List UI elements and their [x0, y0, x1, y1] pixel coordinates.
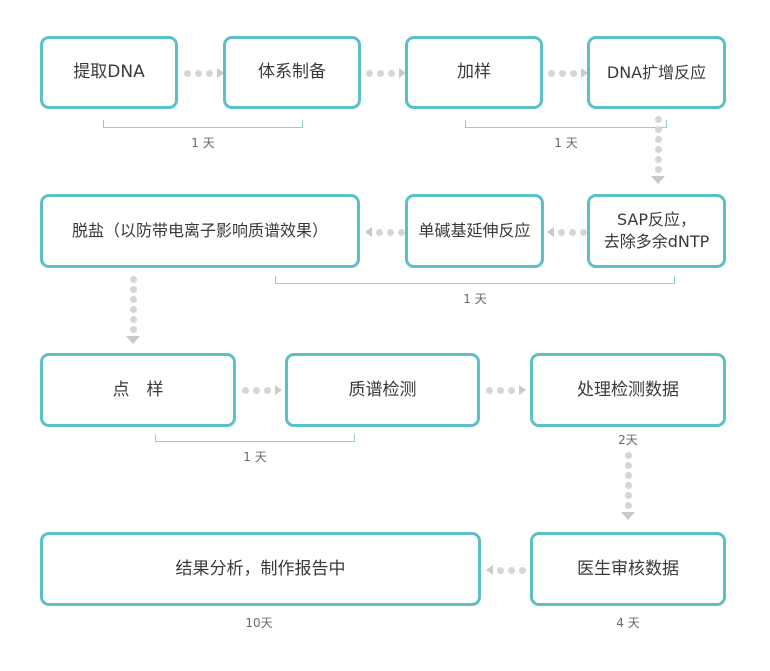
arrow-connector	[365, 227, 409, 237]
step-dna-amplification: DNA扩增反应	[587, 36, 726, 109]
duration-bracket	[275, 276, 675, 284]
duration-bracket	[155, 434, 355, 442]
step-spotting: 点 样	[40, 353, 236, 427]
step-extract-dna: 提取DNA	[40, 36, 178, 109]
duration-label: 2天	[618, 433, 638, 447]
step-spotting-label: 点 样	[112, 379, 164, 400]
duration-label: 1 天	[463, 292, 487, 306]
step-add-sample: 加样	[405, 36, 543, 109]
duration-label: 4 天	[616, 616, 640, 630]
arrow-connector-down	[126, 276, 140, 344]
step-single-base-extension: 单碱基延伸反应	[405, 194, 544, 268]
arrow-connector	[547, 227, 591, 237]
step-sap-reaction: SAP反应， 去除多余dNTP	[587, 194, 726, 268]
duration-label: 10天	[245, 616, 273, 630]
arrow-connector-down	[621, 452, 635, 520]
step-mass-spec-detection: 质谱检测	[285, 353, 480, 427]
duration-bracket	[103, 120, 303, 128]
step-add-sample-label: 加样	[457, 62, 491, 83]
step-mass-spec-detection-label: 质谱检测	[348, 379, 417, 400]
step-result-analysis-label: 结果分析，制作报告中	[175, 558, 346, 579]
step-result-analysis: 结果分析，制作报告中	[40, 532, 481, 606]
arrow-connector	[242, 385, 282, 395]
step-process-data-label: 处理检测数据	[577, 379, 679, 400]
step-sap-reaction-text: SAP反应， 去除多余dNTP	[604, 209, 710, 252]
arrow-connector-down	[651, 116, 665, 184]
arrow-connector	[486, 385, 526, 395]
step-sap-line2: 去除多余dNTP	[603, 232, 710, 251]
duration-label: 1 天	[191, 136, 215, 150]
arrow-connector	[184, 68, 224, 78]
step-system-prep-label: 体系制备	[258, 62, 326, 83]
arrow-connector	[486, 565, 530, 575]
arrow-connector	[366, 68, 406, 78]
arrow-connector	[548, 68, 588, 78]
step-process-data: 处理检测数据	[530, 353, 726, 427]
duration-label: 1 天	[554, 136, 578, 150]
duration-label: 1 天	[243, 450, 267, 464]
step-doctor-review-label: 医生审核数据	[577, 558, 679, 579]
step-system-prep: 体系制备	[223, 36, 361, 109]
duration-bracket	[465, 120, 667, 128]
step-desalting-label: 脱盐（以防带电离子影响质谱效果）	[71, 221, 328, 241]
step-sap-line1: SAP反应，	[616, 210, 697, 230]
step-doctor-review: 医生审核数据	[530, 532, 726, 606]
step-desalting: 脱盐（以防带电离子影响质谱效果）	[40, 194, 360, 268]
step-dna-amplification-label: DNA扩增反应	[606, 62, 707, 82]
step-extract-dna-label: 提取DNA	[73, 62, 145, 83]
step-single-base-extension-label: 单碱基延伸反应	[418, 221, 531, 241]
